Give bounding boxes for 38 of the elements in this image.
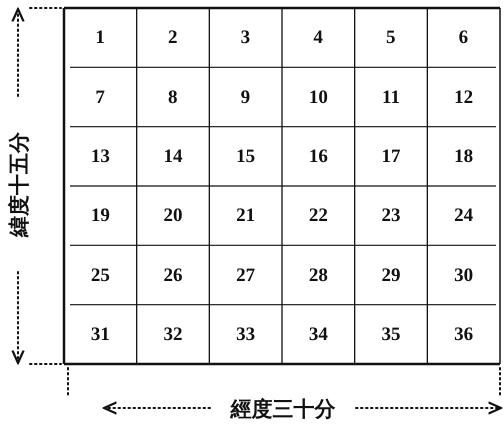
sheet-number: 27 — [236, 266, 256, 284]
sheet-number: 11 — [382, 88, 400, 106]
sheet-number: 30 — [454, 266, 474, 284]
sheet-number: 13 — [90, 146, 110, 166]
sheet-number: 12 — [454, 88, 474, 106]
sheet-number: 18 — [454, 146, 474, 166]
sheet-number: 10 — [308, 88, 328, 106]
dimension-label: 經度三十分 — [230, 398, 336, 418]
sheet-number: 3 — [240, 28, 250, 48]
sheet-number: 22 — [308, 206, 328, 226]
sheet-number: 24 — [454, 206, 474, 226]
sheet-number: 31 — [90, 324, 110, 344]
sheet-number: 34 — [308, 324, 328, 344]
sheet-number: 21 — [236, 206, 256, 226]
sheet-number: 19 — [90, 206, 110, 226]
sheet-number: 7 — [95, 88, 105, 106]
sheet-number: 23 — [382, 206, 400, 226]
sheet-number: 1 — [95, 28, 105, 48]
dimension-label: 緯度十五分 — [8, 132, 28, 236]
sheet-number: 14 — [164, 146, 182, 166]
sheet-number: 5 — [386, 28, 396, 48]
sheet-number: 36 — [454, 324, 474, 344]
sheet-number: 33 — [236, 324, 256, 344]
sheet-number: 29 — [382, 266, 400, 284]
sheet-number: 25 — [90, 266, 110, 284]
sheet-number: 28 — [308, 266, 328, 284]
sheet-number: 20 — [164, 206, 182, 226]
sheet-number: 6 — [458, 28, 468, 48]
sheet-number: 17 — [382, 146, 400, 166]
sheet-number: 2 — [168, 28, 178, 48]
sheet-number: 16 — [308, 146, 328, 166]
sheet-number: 35 — [382, 324, 400, 344]
sheet-number: 15 — [236, 146, 256, 166]
sheet-number: 4 — [313, 28, 323, 48]
sheet-number: 32 — [164, 324, 182, 344]
sheet-number: 8 — [168, 88, 178, 106]
sheet-number: 26 — [164, 266, 182, 284]
sheet-number: 9 — [240, 88, 250, 106]
